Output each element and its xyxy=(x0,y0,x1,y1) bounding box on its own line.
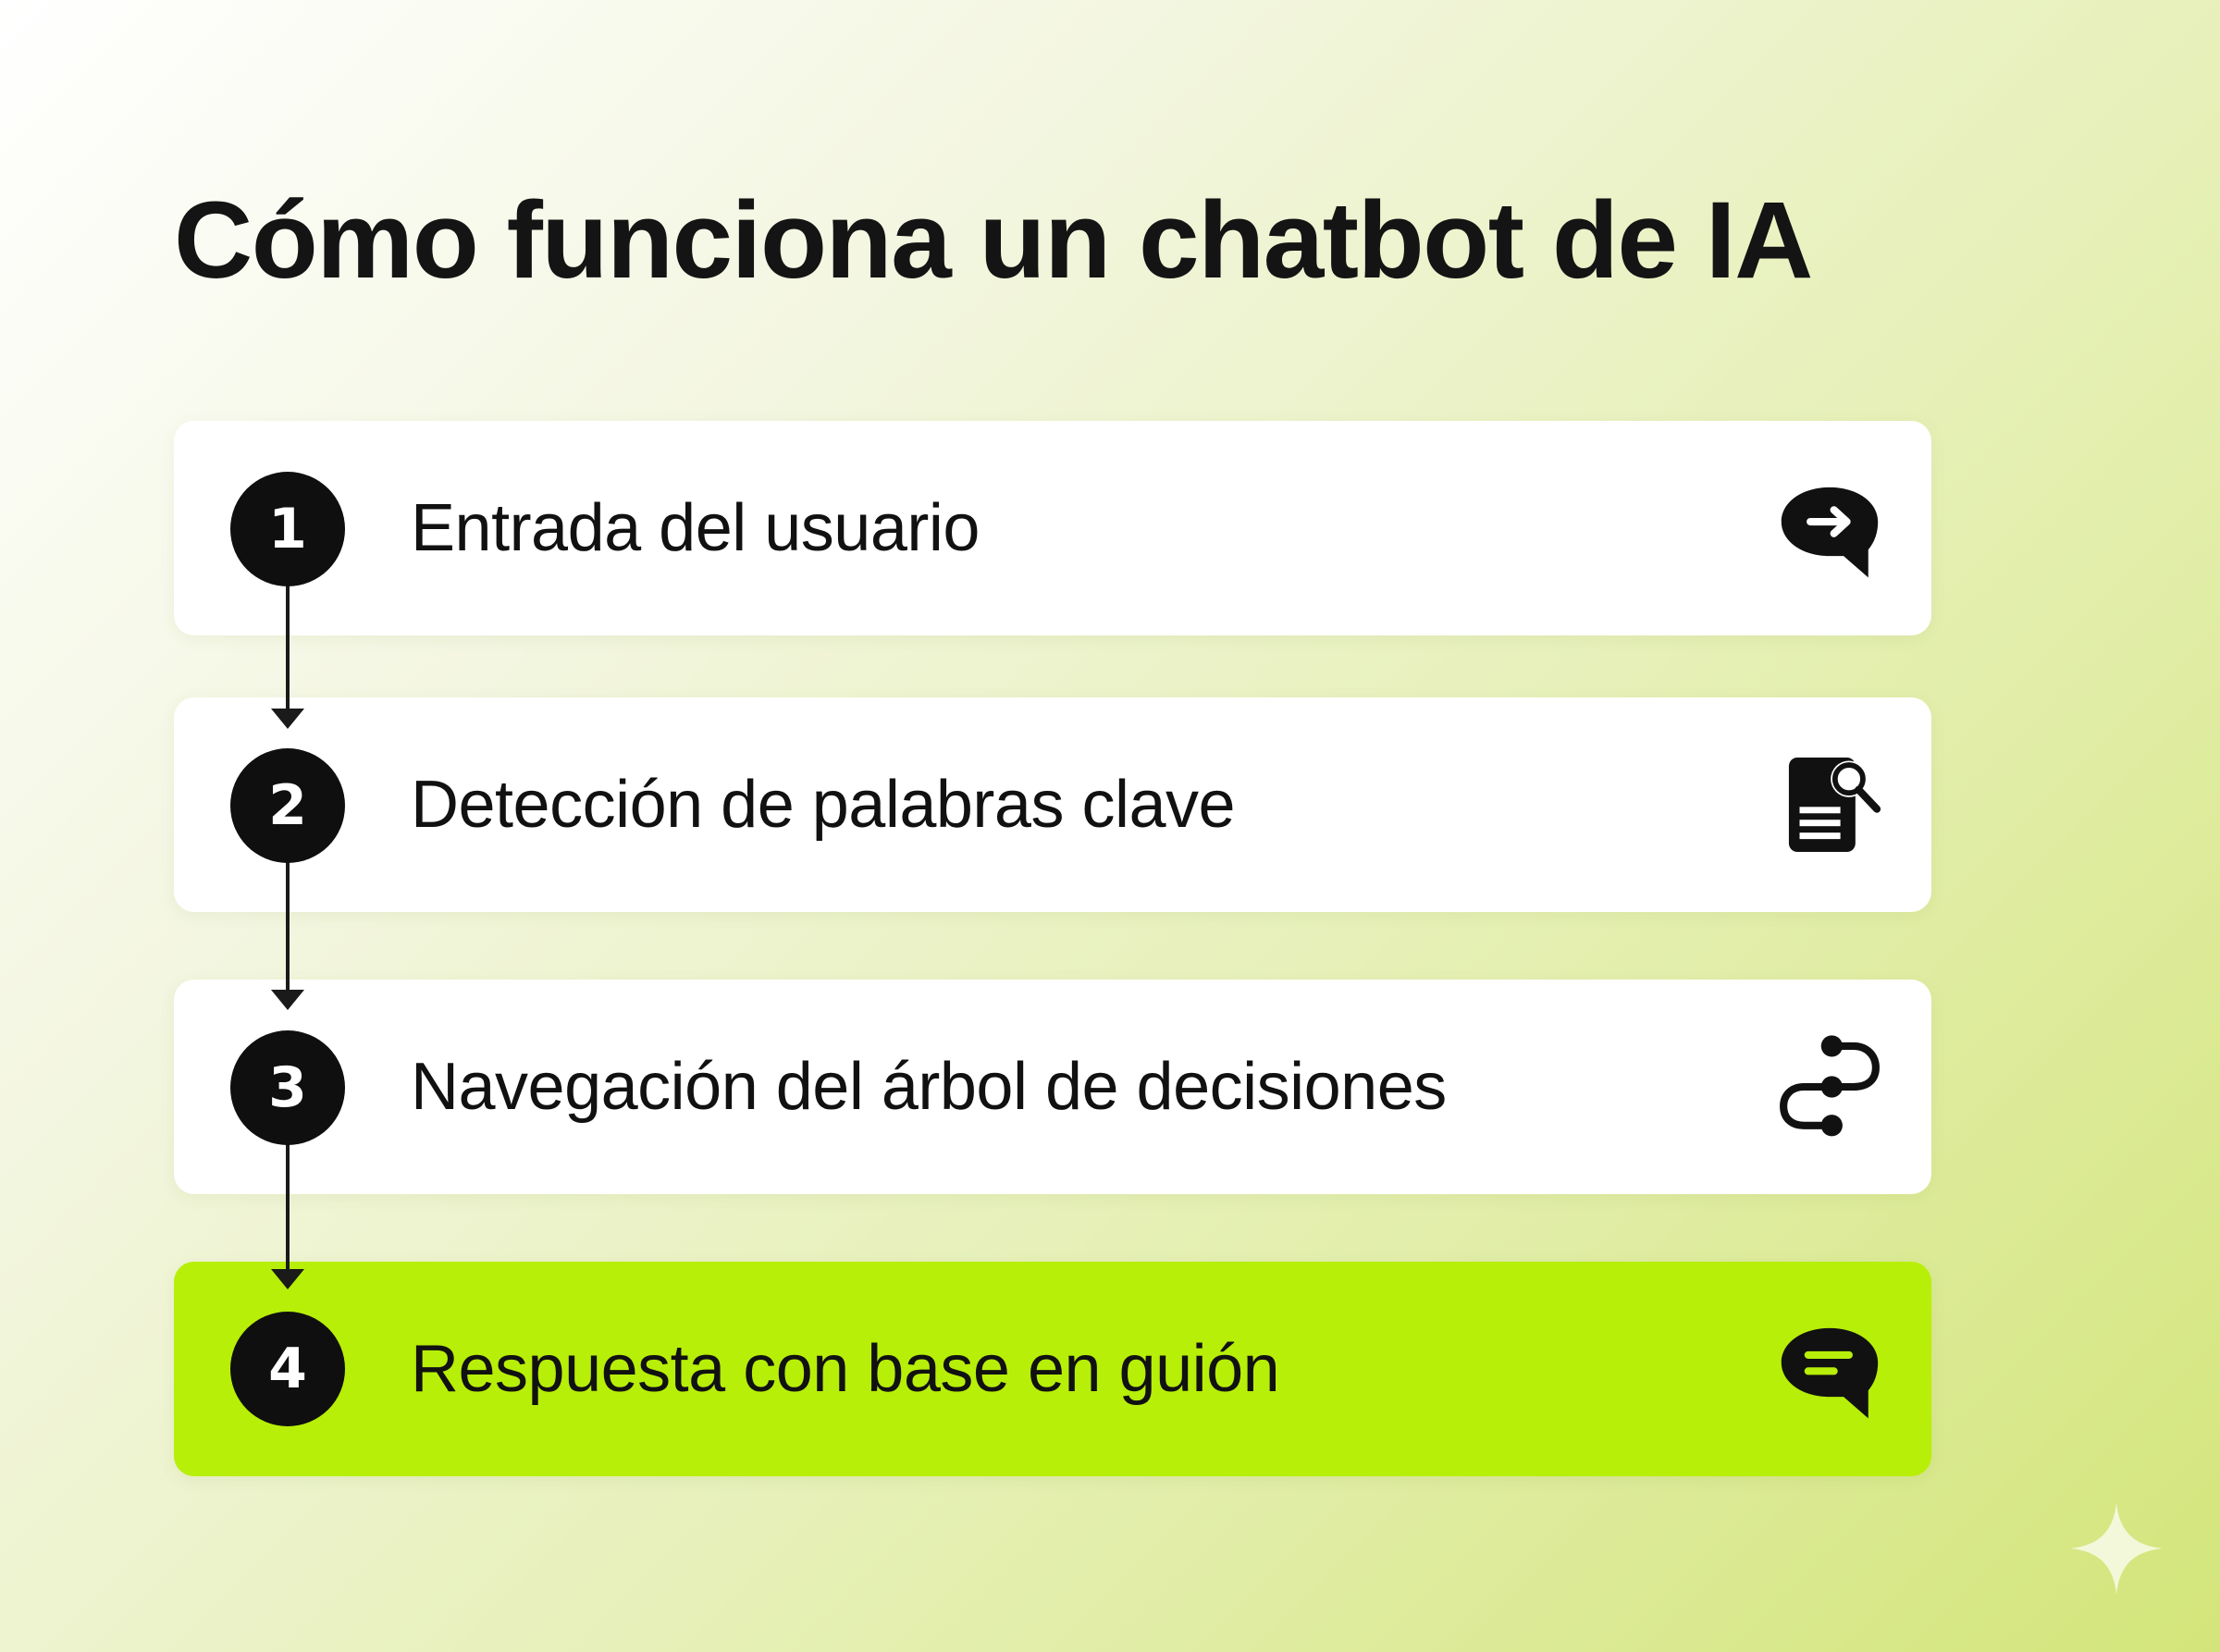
connector-3-4 xyxy=(286,1143,290,1273)
step-label-3: Navegación del árbol de decisiones xyxy=(411,1050,1447,1124)
chat-arrow-icon xyxy=(1776,475,1883,582)
step-card-4: Respuesta con base en guión xyxy=(174,1262,1931,1476)
step-card-1: Entrada del usuario xyxy=(174,421,1931,635)
arrowhead-4 xyxy=(271,1269,304,1289)
step-number-1: 1 xyxy=(230,472,345,586)
chat-reply-icon xyxy=(1776,1315,1883,1423)
step-label-4: Respuesta con base en guión xyxy=(411,1332,1280,1406)
step-number-4: 4 xyxy=(230,1312,345,1426)
step-label-1: Entrada del usuario xyxy=(411,491,980,565)
step-label-2: Detección de palabras clave xyxy=(411,768,1236,842)
arrowhead-3 xyxy=(271,990,304,1010)
step-card-3: Navegación del árbol de decisiones xyxy=(174,980,1931,1194)
diagram-title: Cómo funciona un chatbot de IA xyxy=(174,179,1813,302)
sparkle-icon xyxy=(2068,1500,2164,1597)
step-number-2: 2 xyxy=(230,748,345,863)
step-card-2: Detección de palabras clave xyxy=(174,697,1931,912)
decision-tree-icon xyxy=(1776,1033,1883,1140)
connector-1-2 xyxy=(286,585,290,714)
step-number-3: 3 xyxy=(230,1030,345,1145)
connector-2-3 xyxy=(286,860,290,993)
arrowhead-2 xyxy=(271,709,304,729)
document-search-icon xyxy=(1776,751,1883,858)
